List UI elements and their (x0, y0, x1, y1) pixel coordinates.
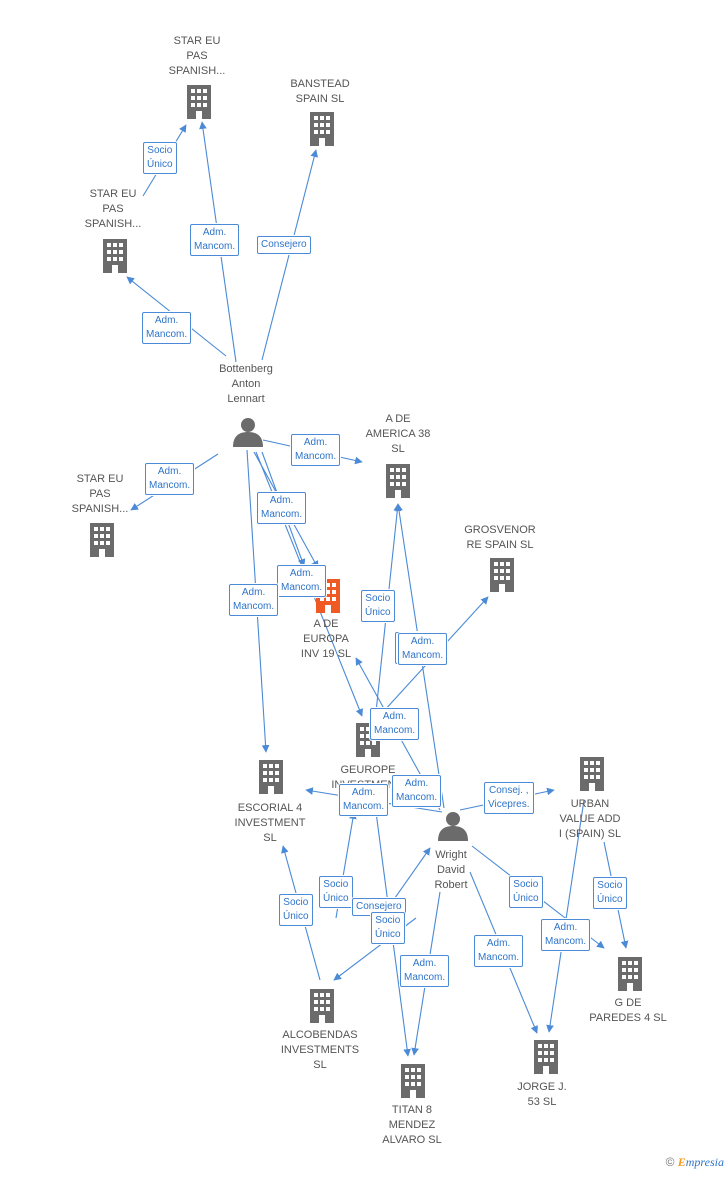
node-label-grosvenor[interactable]: GROSVENOR RE SPAIN SL (464, 524, 536, 551)
node-label-banstead[interactable]: BANSTEAD SPAIN SL (290, 78, 350, 105)
edge-label: Socio Único (279, 894, 313, 926)
edge-label: Adm. Mancom. (142, 312, 192, 344)
edge-line (546, 799, 585, 1033)
edge-line (261, 149, 319, 361)
edge-line (389, 847, 431, 906)
edge-label: Socio Único (319, 876, 353, 908)
node-label-adeamerica[interactable]: A DE AMERICA 38 SL (365, 413, 431, 455)
edge-label: Consej. , Vicepres. (484, 782, 534, 814)
node-label-escorial[interactable]: ESCORIAL 4 INVESTMENT SL (234, 802, 306, 844)
node-label-star1[interactable]: STAR EU PAS SPANISH... (168, 35, 226, 77)
person-icon[interactable] (233, 418, 263, 447)
edge-label: Adm. Mancom. (291, 434, 341, 466)
building-icon[interactable] (580, 757, 604, 791)
person-icon[interactable] (438, 812, 468, 841)
node-label-jorge[interactable]: JORGE J. 53 SL (517, 1081, 567, 1108)
edge-label: Socio Único (143, 142, 177, 174)
building-icon[interactable] (187, 85, 211, 119)
edge-label: Consejero (257, 236, 311, 254)
edge-label: Adm. Mancom. (400, 955, 450, 987)
building-icon[interactable] (534, 1040, 558, 1074)
edge-label: Socio Único (509, 876, 543, 908)
building-icon[interactable] (401, 1064, 425, 1098)
edge-label: Adm. Mancom. (541, 919, 591, 951)
node-label-alcobendas[interactable]: ALCOBENDAS INVESTMENTS SL (280, 1029, 360, 1071)
edge-label: Adm. Mancom. (370, 708, 420, 740)
node-label-star2[interactable]: STAR EU PAS SPANISH... (84, 188, 142, 230)
edge-label: Adm. Mancom. (145, 463, 195, 495)
edge-label: Adm. Mancom. (257, 492, 307, 524)
edge-label: Adm. Mancom. (229, 584, 279, 616)
copyright-symbol: © (665, 1155, 675, 1169)
node-label-urban[interactable]: URBAN VALUE ADD I (SPAIN) SL (558, 798, 622, 840)
edge-label: Socio Único (371, 912, 405, 944)
footer: © Empresia (666, 1155, 724, 1170)
node-label-bottenberg[interactable]: Bottenberg Anton Lennart (219, 363, 273, 405)
building-icon[interactable] (618, 957, 642, 991)
building-icon[interactable] (490, 558, 514, 592)
edge-label: Adm. Mancom. (474, 935, 524, 967)
edge-label: Socio Único (593, 877, 627, 909)
building-icon[interactable] (103, 239, 127, 273)
building-icon[interactable] (310, 112, 334, 146)
node-label-gdeparedes[interactable]: G DE PAREDES 4 SL (589, 997, 667, 1024)
building-icon[interactable] (310, 989, 334, 1023)
edge-label: Adm. Mancom. (392, 775, 442, 807)
building-icon[interactable] (90, 523, 114, 557)
edge-label: Adm. Mancom. (398, 633, 448, 665)
edge-label: Adm. Mancom. (339, 784, 389, 816)
edge-label: Adm. Mancom. (277, 565, 327, 597)
node-label-star3[interactable]: STAR EU PAS SPANISH... (71, 473, 129, 515)
edge-label: Adm. Mancom. (190, 224, 240, 256)
node-label-adeeuropa[interactable]: A DE EUROPA INV 19 SL (300, 618, 352, 660)
empresia-logo[interactable]: Empresia (677, 1155, 724, 1169)
node-label-titan[interactable]: TITAN 8 MENDEZ ALVARO SL (382, 1104, 442, 1146)
building-icon[interactable] (259, 760, 283, 794)
edge-label: Socio Único (361, 590, 395, 622)
node-label-wright[interactable]: Wright David Robert (434, 849, 468, 891)
building-icon[interactable] (386, 464, 410, 498)
